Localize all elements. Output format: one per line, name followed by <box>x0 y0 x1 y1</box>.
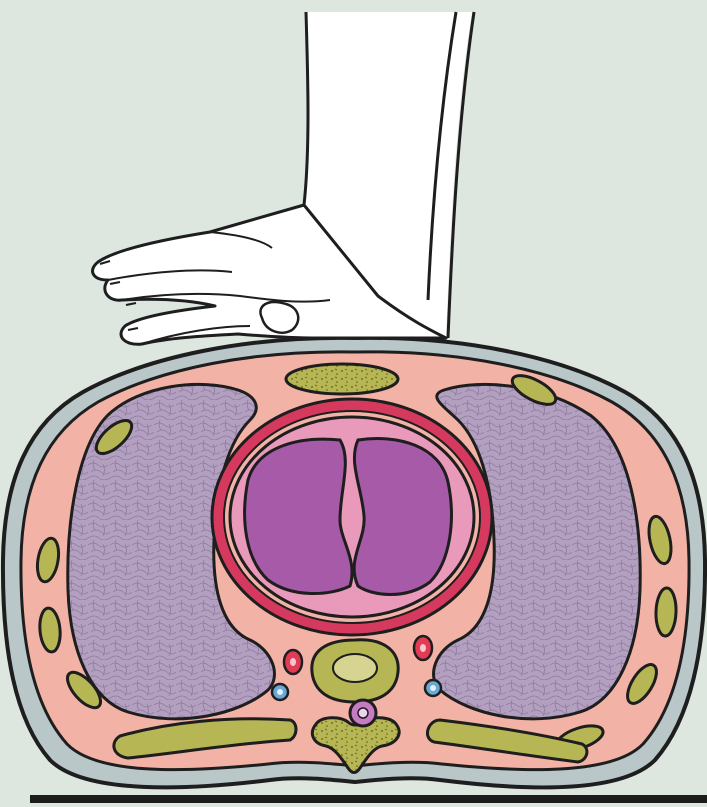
hand-compressing-sternum <box>93 12 474 344</box>
rib <box>655 588 677 637</box>
sternum <box>286 364 398 394</box>
right-ventricle <box>245 439 352 593</box>
support-surface <box>30 795 707 803</box>
left-ventricle <box>354 439 451 595</box>
